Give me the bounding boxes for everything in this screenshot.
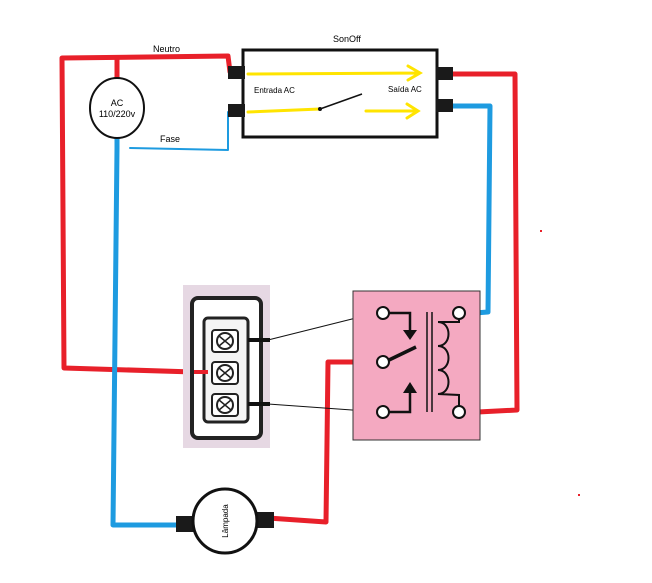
relay-coil-top	[452, 306, 466, 320]
switch-screws	[211, 329, 239, 417]
nc-arrow-icon	[403, 330, 417, 340]
fase-label: Fase	[160, 134, 180, 144]
neutral-wire	[59, 53, 233, 375]
ac-source: AC 110/220v	[89, 77, 145, 139]
lamp-terminal-left	[176, 516, 194, 532]
output-red-wire	[449, 71, 520, 415]
lamp: Lâmpada	[176, 487, 274, 555]
wall-switch	[183, 285, 270, 448]
signal-arrows	[246, 64, 423, 120]
relay	[352, 290, 481, 441]
source-label-2: 110/220v	[99, 109, 136, 119]
arrow-bottom-left-icon	[246, 107, 322, 114]
source-label-1: AC	[111, 98, 124, 108]
relay-contact-common	[376, 355, 390, 369]
power-source-icon	[89, 77, 145, 139]
lamp-icon	[191, 487, 259, 555]
coil-winding-icon	[437, 319, 460, 406]
relay-contact-nc	[376, 306, 390, 320]
arrow-top-icon	[246, 64, 423, 82]
entrada-label: Entrada AC	[254, 86, 295, 95]
no-arrow-icon	[403, 382, 417, 393]
switch-pin-bottom	[248, 402, 270, 406]
lamp-label: Lâmpada	[221, 504, 230, 538]
sonoff-terminal-in-top	[228, 66, 245, 79]
phase-wire	[110, 135, 181, 528]
sonoff-terminal-in-bottom	[228, 104, 245, 117]
sonoff-title: SonOff	[333, 34, 361, 44]
sonoff: SonOff Entrada AC Saída AC	[228, 34, 453, 139]
arrow-bottom-right-icon	[364, 102, 421, 120]
smart-switch-icon	[241, 48, 439, 139]
sonoff-terminal-out-top	[436, 67, 453, 80]
relay-coil-bottom	[452, 405, 466, 419]
phase-thin-wire	[129, 111, 233, 151]
internal-switch-icon	[319, 93, 363, 110]
sonoff-terminal-out-bottom	[436, 99, 453, 112]
switch-pin-top	[248, 338, 270, 342]
relay-contact-no	[376, 405, 390, 419]
output-blue-wire	[449, 103, 493, 317]
stray-dot-1	[540, 230, 542, 232]
lamp-terminal-right	[256, 512, 274, 528]
stray-dot-2	[578, 494, 580, 496]
switch-pin-common	[194, 370, 208, 374]
neutro-label: Neutro	[153, 44, 180, 54]
relay-armature-icon	[388, 345, 417, 362]
saida-label: Saída AC	[388, 85, 422, 94]
